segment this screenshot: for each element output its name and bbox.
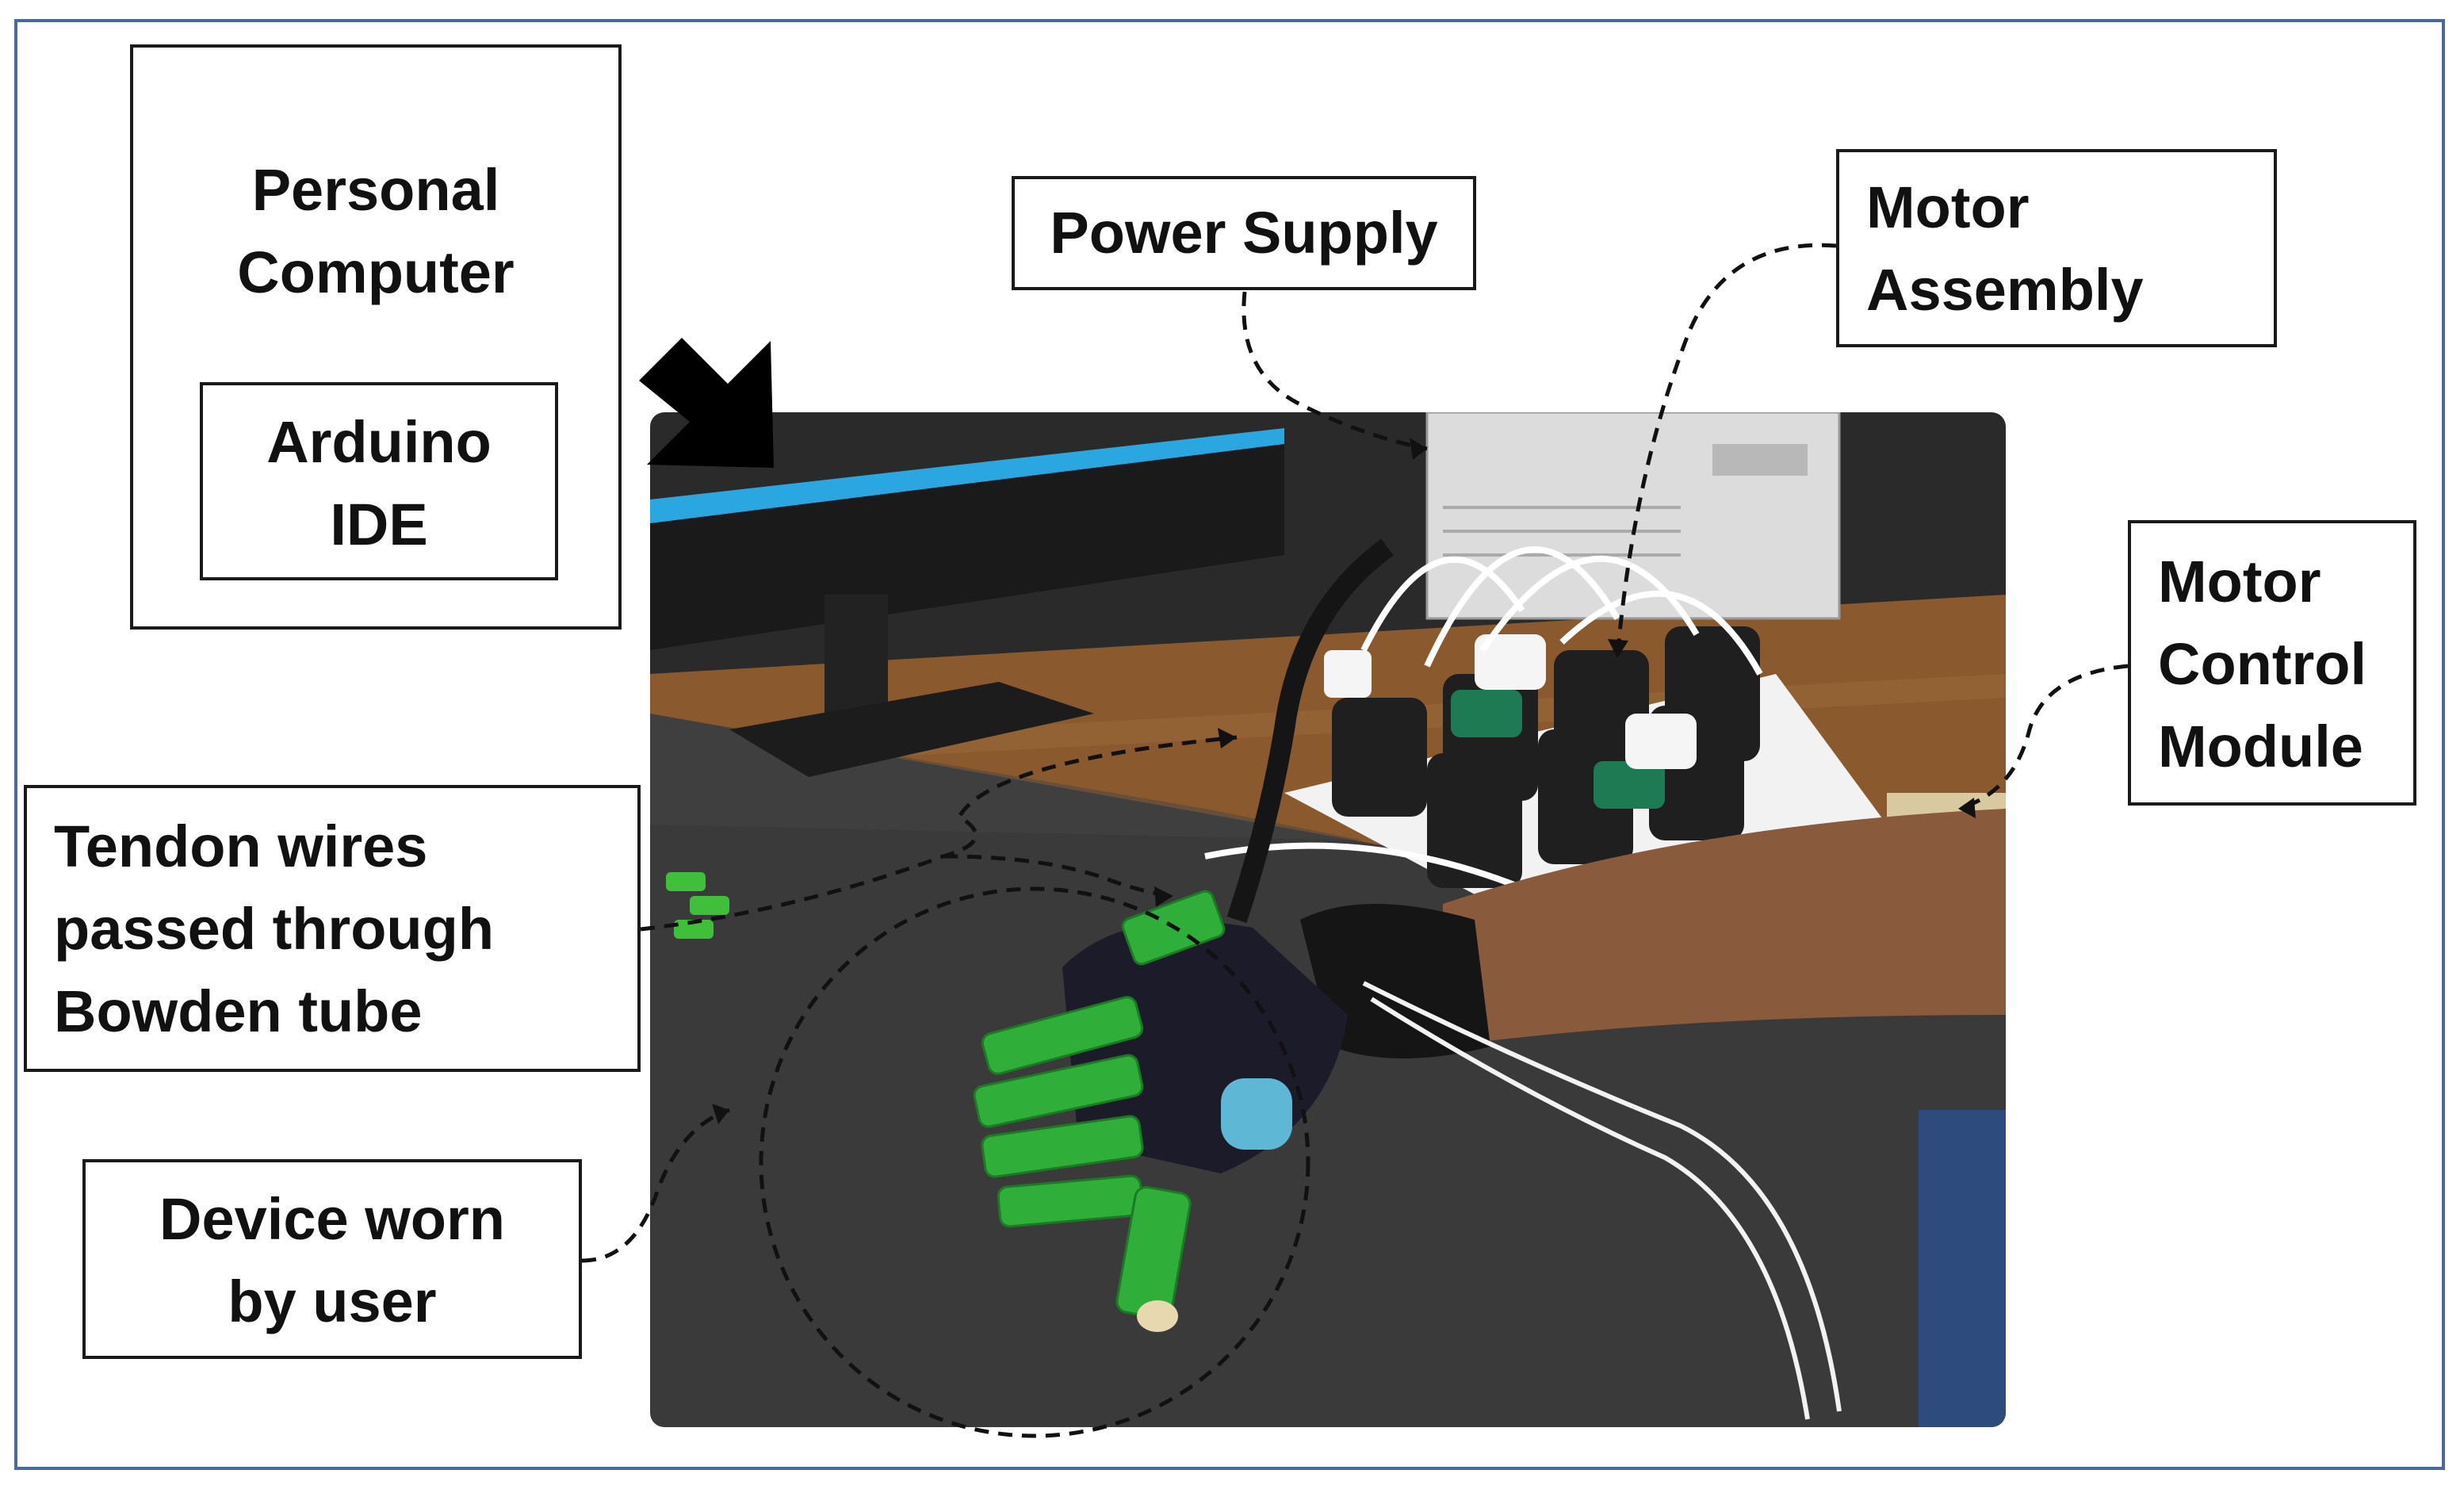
monitor-screen — [650, 428, 1284, 523]
device-worn-box: Device worn by user — [82, 1159, 582, 1359]
arduino-ide-label-line1: Arduino — [266, 409, 492, 475]
tendon-wires-label-line1: Tendon wires — [54, 813, 428, 879]
arduino-ide-box: Arduino IDE — [200, 382, 558, 580]
motor-assembly-box: Motor Assembly — [1836, 149, 2277, 347]
tendon-wires-box: Tendon wires passed through Bowden tube — [24, 785, 641, 1072]
arduino-ide-label-line2: IDE — [330, 492, 428, 557]
motor-control-label-line2: Control — [2158, 631, 2367, 697]
photo-illustration — [650, 412, 2006, 1427]
motor-control-label-line3: Module — [2158, 714, 2363, 779]
device-worn-label-line2: by user — [228, 1269, 437, 1334]
personal-computer-label-line1: Personal — [251, 157, 500, 223]
motor-assembly-label-line1: Motor — [1866, 174, 2030, 240]
personal-computer-label-line2: Computer — [237, 239, 515, 305]
power-supply-label: Power Supply — [1050, 200, 1438, 266]
motor-assembly-label-line2: Assembly — [1866, 257, 2144, 323]
device-worn-label-line1: Device worn — [159, 1186, 505, 1252]
power-supply-unit — [1425, 412, 1841, 620]
motor-control-module-box: Motor Control Module — [2128, 520, 2416, 806]
power-supply-box: Power Supply — [1012, 176, 1476, 290]
motor-control-label-line1: Motor — [2158, 549, 2321, 614]
bowden-tube — [1226, 538, 1394, 924]
tendon-wires-label-line2: passed through — [54, 896, 495, 962]
setup-photo — [650, 412, 2006, 1427]
user-arm — [1443, 809, 2006, 1047]
tendon-wires-label-line3: Bowden tube — [54, 978, 423, 1044]
